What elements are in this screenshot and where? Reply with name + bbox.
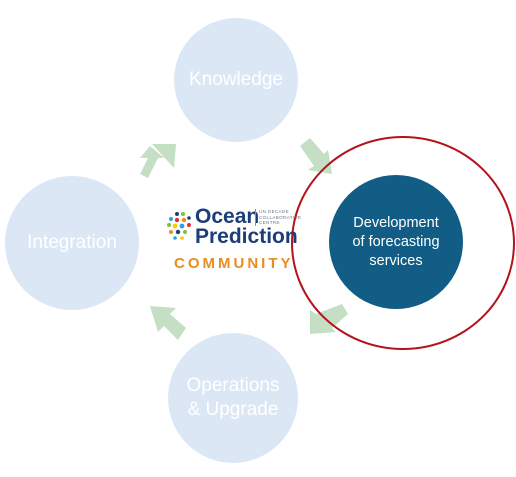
node-integration: Integration	[5, 176, 139, 310]
node-knowledge-label: Knowledge	[188, 69, 284, 90]
node-operations: Operations & Upgrade	[168, 333, 298, 463]
logo-tag-line-2: COLLABORATIVE	[259, 214, 302, 220]
logo-prediction-text: Prediction	[195, 225, 298, 248]
node-operations-label: Operations & Upgrade	[186, 375, 280, 420]
arrow-knowledge-to-development-icon	[300, 138, 332, 174]
highlight-ring	[291, 136, 515, 350]
node-knowledge: Knowledge	[174, 18, 298, 142]
arrow-integration-to-knowledge-icon	[140, 144, 176, 178]
logo-ocean-text: Ocean	[195, 205, 260, 228]
node-integration-label: Integration	[27, 232, 117, 253]
logo-tag-line-1: UN DECADE	[259, 209, 290, 214]
ocean-prediction-logo-dots-icon	[167, 212, 191, 240]
logo-decade-tag: UN DECADE COLLABORATIVE CENTRE	[255, 209, 301, 226]
ocean-prediction-logo: Ocean UN DECADE COLLABORATIVE CENTRE Pre…	[165, 205, 325, 275]
logo-community-text: COMMUNITY	[174, 255, 294, 272]
arrow-operations-to-integration-icon	[150, 306, 186, 340]
logo-tag-line-3: CENTRE	[259, 220, 280, 225]
